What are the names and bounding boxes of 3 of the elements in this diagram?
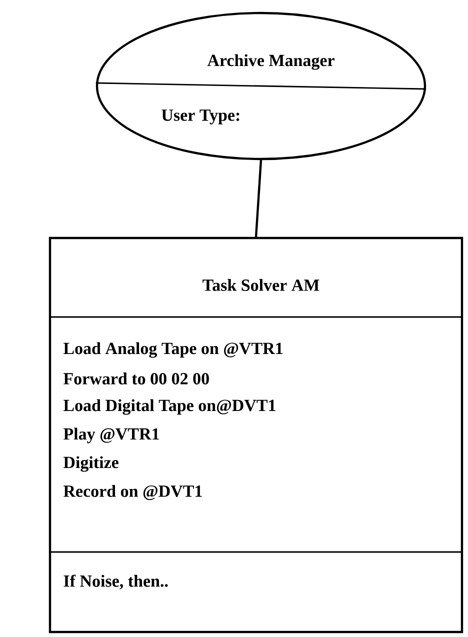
ellipse-node: Archive Manager User Type:	[96, 12, 426, 160]
class-box: Task Solver AM Load Analog Tape on @VTR1 Forward to 00 02 00 Load Digital Tape on@DVT1 Play @VTR1 Digitize Record on @DVT1 If Noise, then..	[48, 236, 464, 634]
connector-line	[254, 160, 262, 237]
